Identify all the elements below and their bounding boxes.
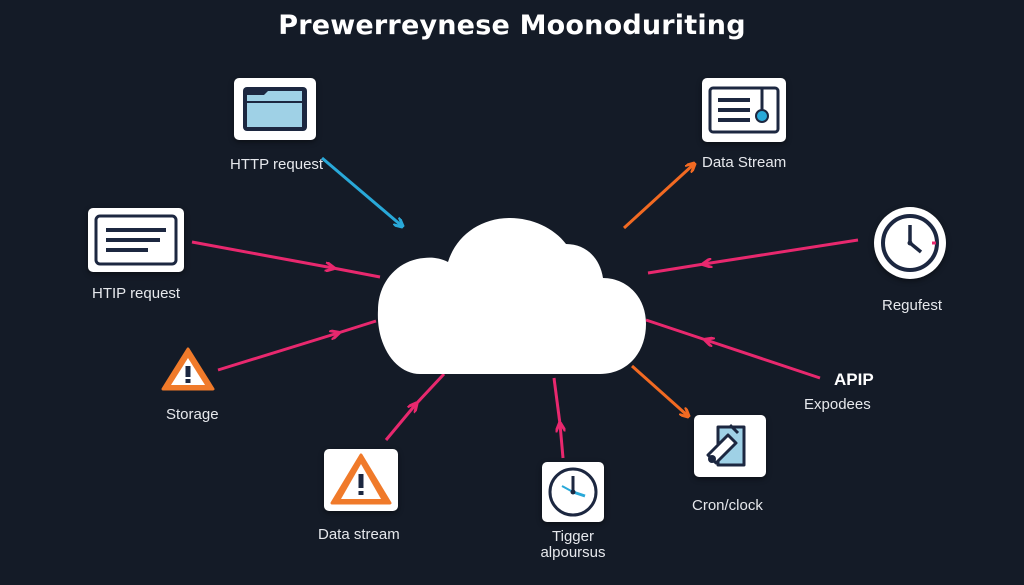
arrow-cloud-to-bottom-right: [631, 364, 688, 416]
node-label-bottom-right: Cron/clock: [692, 497, 763, 514]
page-title: Prewerreynese Moonoduriting: [278, 10, 746, 41]
clock-icon: [881, 214, 939, 272]
arrow-right-upper-cont: [647, 262, 705, 275]
node-card-left-upper[interactable]: [88, 208, 184, 272]
node-card-bottom-left[interactable]: [324, 449, 398, 511]
node-label-left-upper: HTIP request: [92, 285, 181, 302]
arrow-right-upper-to-cloud: [704, 238, 859, 264]
node-label-bottom-center-line2: alpoursus: [540, 544, 606, 561]
node-label-top-left: HTTP request: [230, 156, 324, 173]
arrow-top-left-to-cloud: [321, 156, 402, 226]
cloud-icon: [377, 218, 646, 374]
warning-icon: [330, 453, 392, 505]
node-card-bottom-center[interactable]: [542, 462, 604, 522]
arrow-bottom-center-cont: [552, 377, 562, 425]
folder-icon: [243, 87, 307, 131]
arrow-right-lower-to-cloud: [706, 340, 821, 380]
node-label-right-lower-title: APIP: [834, 370, 874, 389]
node-label-bottom-center: Tigger alpoursus: [514, 529, 632, 561]
arrow-bottom-center-to-cloud: [560, 424, 563, 459]
arrow-right-lower-cont: [645, 318, 707, 342]
arrow-left-upper-to-cloud: [191, 240, 333, 268]
node-label-right-upper: Regufest: [882, 297, 943, 314]
arrow-bottom-left-cont: [414, 372, 446, 406]
node-card-top-right[interactable]: [702, 78, 786, 142]
node-label-right-lower-sub: Expodees: [804, 396, 871, 413]
arrow-cloud-to-top-right: [622, 164, 694, 230]
node-label-top-right: Data Stream: [702, 154, 787, 171]
clock-icon: [548, 467, 598, 517]
server-icon: [708, 86, 780, 134]
arrow-left-lower-to-cloud: [217, 333, 338, 372]
arrow-left-lower-cont: [337, 319, 377, 335]
node-card-bottom-right[interactable]: [694, 415, 766, 477]
arrow-left-upper-cont: [332, 266, 381, 279]
node-card-top-left[interactable]: [234, 78, 316, 140]
node-label-left-lower: Storage: [166, 406, 219, 423]
node-label-bottom-left: Data stream: [318, 526, 400, 543]
node-label-bottom-center-line1: Tigger: [552, 528, 594, 545]
tag-icon: [706, 423, 746, 467]
warning-icon: [161, 347, 215, 391]
document-icon: [94, 214, 178, 266]
node-card-right-upper[interactable]: [874, 207, 946, 279]
arrow-bottom-left-to-cloud: [384, 404, 416, 441]
